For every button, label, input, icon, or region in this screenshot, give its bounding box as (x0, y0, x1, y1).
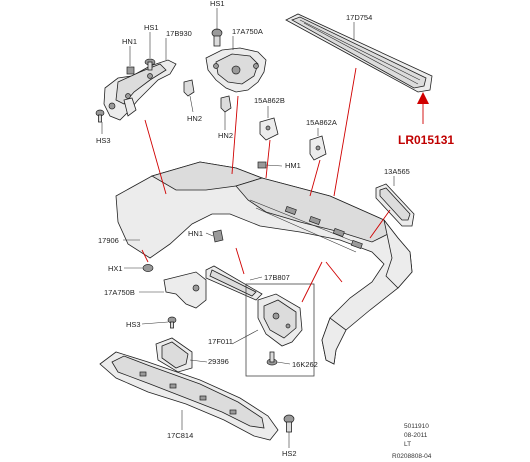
callout-hs1-top: HS1 (210, 0, 225, 8)
callout-hn2-a: HN2 (187, 114, 202, 123)
highlight-part-number: LR015131 (398, 133, 454, 147)
clip-hn2-b (220, 95, 232, 113)
bracket-15a862a (309, 135, 327, 161)
callout-hn1-top: HN1 (122, 37, 137, 46)
highlight-arrow-icon (417, 92, 429, 104)
footer-line1: 5011910 (404, 423, 429, 430)
callout-16k262: 16K262 (292, 360, 318, 369)
detail-box (245, 283, 315, 377)
callout-13a565: 13A565 (384, 167, 410, 176)
callout-hx1: HX1 (108, 264, 123, 273)
callout-hs2: HS2 (282, 449, 297, 458)
callout-15a862b: 15A862B (254, 96, 285, 105)
reinforcement-strip-17d754 (285, 13, 433, 93)
screw-hs1-top (211, 28, 223, 47)
footer-line3: LT (404, 441, 411, 448)
callout-hm1: HM1 (285, 161, 301, 170)
bumper-cover-17906 (115, 161, 413, 365)
callout-17f011: 17F011 (208, 337, 233, 346)
callout-17a750b: 17A750B (104, 288, 135, 297)
footer-info: 5011910 08-2011 LT R0208808-04 (392, 423, 432, 460)
clip-hn1-mid (212, 229, 224, 243)
red-leader-lines (141, 67, 429, 303)
callout-17b930: 17B930 (166, 29, 192, 38)
screw-hs2 (283, 414, 295, 433)
bracket-17a750b (163, 271, 207, 309)
leader-lines (101, 8, 395, 448)
callout-hn2-b: HN2 (218, 131, 233, 140)
screw-hs3-top (95, 109, 105, 123)
bracket-29396 (155, 337, 193, 373)
footer-line2: 08-2011 (404, 432, 428, 439)
side-bracket-17b930 (103, 59, 177, 121)
bracket-17f011 (257, 293, 303, 347)
reflector-13a565 (375, 183, 415, 227)
callout-15a862a: 15A862A (306, 118, 337, 127)
bracket-15a862b (259, 117, 279, 141)
callout-17b807: 17B807 (264, 273, 290, 282)
callout-hs3-top: HS3 (96, 136, 111, 145)
clip-hn2-a (183, 79, 195, 97)
callout-labels: HS1 HS1 17B930 HN1 17A750A 17D754 HS3 HN… (96, 0, 454, 458)
callout-hs1: HS1 (144, 23, 159, 32)
center-bracket-17a750a (205, 47, 267, 93)
screw-hs1 (144, 58, 156, 71)
callout-17906: 17906 (98, 236, 119, 245)
fastener-hm1 (257, 161, 267, 169)
footer-line4: R0208808-04 (392, 453, 432, 460)
callout-29396: 29396 (208, 357, 229, 366)
strip-17b807 (205, 265, 263, 301)
screw-hs3-mid (167, 316, 177, 329)
callout-17d754: 17D754 (346, 13, 372, 22)
clip-16k262 (266, 351, 278, 366)
callout-hs3-mid: HS3 (126, 320, 141, 329)
nut-hn1-top (126, 66, 135, 75)
callout-hn1-mid: HN1 (188, 229, 203, 238)
callout-17a750a: 17A750A (232, 27, 263, 36)
callout-17c814: 17C814 (167, 431, 193, 440)
beam-17c814 (99, 351, 279, 441)
fastener-hx1 (142, 264, 154, 272)
